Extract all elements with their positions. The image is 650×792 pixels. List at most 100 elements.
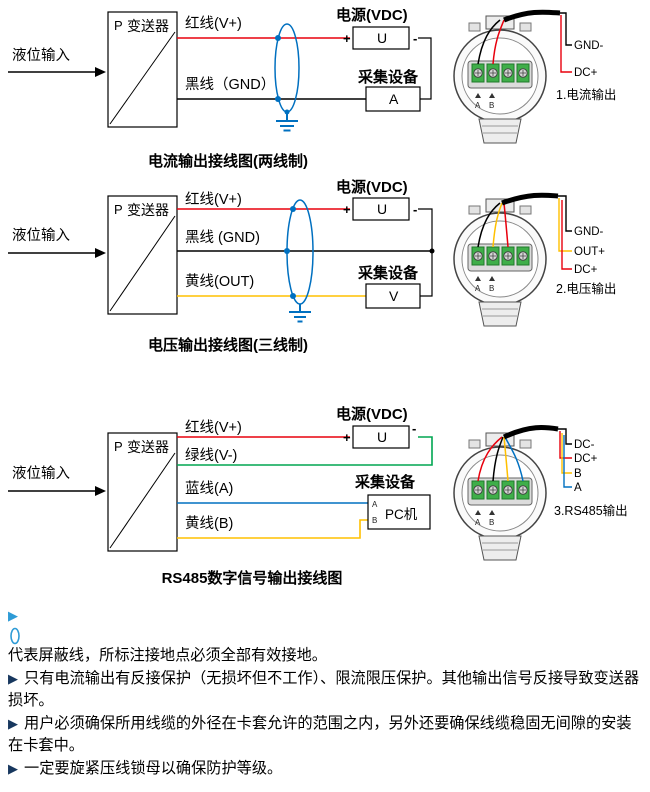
collector-title: 采集设备: [354, 473, 416, 491]
output-type-label: 3.RS485输出: [554, 503, 628, 518]
cable-branch-blue: [563, 435, 572, 488]
current-output-diagram: A B 液位输入 P 变送器 红线(V+) 黑线（GND） 电源(VDC) U …: [8, 6, 616, 170]
transmitter-box: [107, 432, 178, 552]
shield-node: [290, 206, 296, 212]
connector-wire-red: [492, 19, 505, 65]
pc-box: [367, 494, 431, 530]
connector-wire-black: [492, 436, 504, 482]
cable: [501, 192, 559, 206]
wire-red-label: 红线(V+): [185, 191, 242, 208]
cable-branch-yellow: [561, 433, 572, 474]
note-item: ▶用户必须确保所用线缆的外径在卡套允许的范围之内，另外还要确保线缆稳固无间隙的安…: [8, 713, 640, 756]
terminal-label-dc: DC+: [574, 264, 598, 276]
power-title: 电源(VDC): [336, 405, 408, 423]
shield-ellipse: [286, 199, 314, 305]
power-box: [352, 26, 410, 50]
transmitter-name: 变送器: [127, 202, 169, 218]
note-item: ▶ 一定要旋紧压线锁母以确保防护等级。: [8, 758, 640, 780]
legend-bullet-icon: ▶: [8, 608, 18, 623]
shield-wire-icon: [10, 627, 20, 644]
input-arrowhead-icon: [95, 486, 106, 496]
notes-section: ▶代表屏蔽线，所标注接地点必须全部有效接地。 ▶只有电流输出有反接保护（无损坏但…: [0, 595, 650, 792]
shield-node: [275, 35, 281, 41]
power-symbol: U: [377, 429, 387, 445]
terminal-label-dc: DC+: [574, 67, 598, 79]
loop-wire: [418, 37, 432, 100]
output-type-label: 2.电压输出: [556, 281, 616, 296]
wire-red-label: 红线(V+): [185, 419, 242, 436]
wire-yellow-label: 黄线(OUT): [185, 273, 254, 290]
cable: [502, 424, 559, 440]
cable-branch-red: [561, 200, 572, 270]
power-title: 电源(VDC): [336, 178, 408, 196]
terminal-connector-1: [453, 15, 547, 144]
transmitter-name: 变送器: [127, 18, 169, 34]
power-plus: +: [343, 202, 351, 217]
output-type-label: 1.电流输出: [556, 87, 616, 102]
ground-symbol-icon: [289, 304, 311, 323]
wire-black-label: 黑线（GND）: [185, 76, 275, 93]
wire-red-label: 红线(V+): [185, 15, 242, 32]
terminal-label-dcneg: DC-: [574, 439, 595, 451]
cable-branch-red: [560, 15, 572, 73]
note-bullet-icon: ▶: [8, 761, 18, 777]
common-wire: [418, 208, 433, 297]
power-title: 电源(VDC): [336, 6, 408, 24]
connector-wire-red: [477, 436, 503, 482]
wire-green-label: 绿线(V-): [185, 447, 237, 464]
power-box: [352, 197, 410, 221]
connector-wire-black: [477, 202, 501, 248]
shield-node: [290, 293, 296, 299]
note-legend: ▶代表屏蔽线，所标注接地点必须全部有效接地。: [8, 605, 640, 666]
shield-node: [275, 96, 281, 102]
cable-branch-black: [558, 428, 572, 445]
transmitter-box: [107, 11, 178, 128]
wire-black-label: 黑线 (GND): [185, 229, 260, 246]
power-plus: +: [343, 31, 351, 46]
power-minus: -: [412, 421, 416, 436]
transmitter-slash: [109, 31, 176, 125]
ground-symbol-icon: [276, 112, 298, 132]
voltmeter-box: [365, 283, 421, 309]
connector-wire-yellow: [503, 436, 509, 482]
collector-title: 采集设备: [357, 68, 419, 86]
power-minus: -: [413, 31, 417, 46]
power-box: [352, 425, 410, 449]
cable-branch-black: [558, 195, 572, 232]
diagram2-caption: 电压输出接线图(三线制): [148, 336, 308, 354]
voltmeter-symbol: V: [389, 288, 399, 304]
terminal-label-b: B: [574, 468, 582, 480]
power-minus: -: [413, 202, 417, 217]
cable: [503, 9, 561, 23]
input-arrowhead-icon: [95, 248, 106, 258]
junction-dot: [429, 248, 435, 254]
voltage-output-diagram: 液位输入 P 变送器 红线(V+) 黑线 (GND) 黄线(OUT) 电源(VD…: [8, 178, 616, 354]
terminal-label-a: A: [574, 482, 582, 494]
transmitter-p: P: [114, 18, 123, 33]
connector-wire-blue: [504, 436, 524, 482]
transmitter-slash: [109, 452, 176, 549]
ammeter-box: [365, 86, 421, 112]
note-text: 用户必须确保所用线缆的外径在卡套允许的范围之内，另外还要确保线缆稳固无间隙的安装…: [8, 715, 632, 754]
input-label: 液位输入: [12, 465, 70, 482]
transmitter-p: P: [114, 202, 123, 217]
cable-branch-yellow: [558, 198, 572, 252]
cable-branch-red: [559, 431, 572, 459]
shield-node: [284, 248, 290, 254]
connector-wire-black: [477, 19, 501, 65]
transmitter-p: P: [114, 439, 123, 454]
power-plus: +: [343, 430, 351, 445]
wire-blue-label: 蓝线(A): [185, 480, 233, 497]
terminal-label-gnd: GND-: [574, 226, 604, 238]
pc-terminal-b: B: [372, 516, 377, 525]
power-symbol: U: [377, 30, 387, 46]
transmitter-slash: [109, 215, 176, 312]
note-item: ▶只有电流输出有反接保护（无损坏但不工作）、限流限压保护。其他输出信号反接导致变…: [8, 668, 640, 711]
terminal-label-out: OUT+: [574, 246, 605, 258]
note-text: 一定要旋紧压线锁母以确保防护等级。: [24, 760, 283, 778]
pc-label: PC机: [385, 507, 418, 522]
wire-yellow: [177, 519, 368, 539]
note-bullet-icon: ▶: [8, 716, 18, 732]
diagram1-caption: 电流输出接线图(两线制): [148, 152, 308, 170]
wire-yellow-label: 黄线(B): [185, 515, 233, 532]
